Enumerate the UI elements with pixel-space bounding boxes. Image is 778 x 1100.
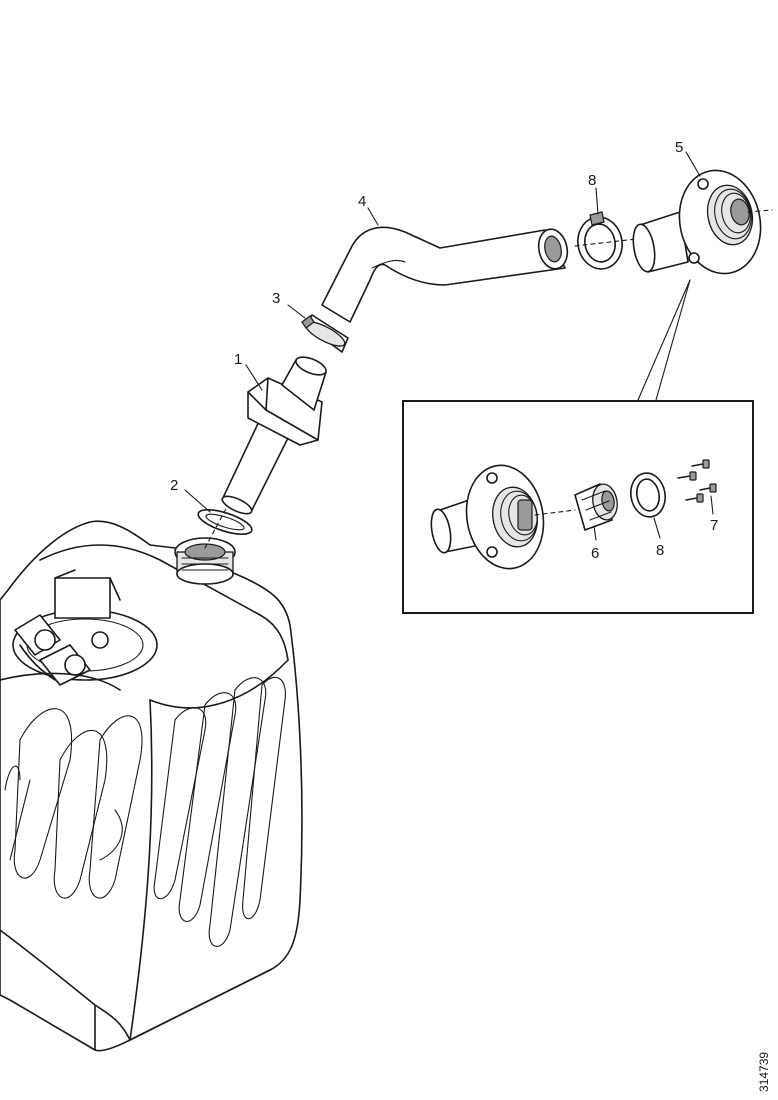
callout-hose: 4 <box>358 193 366 210</box>
callout-filler-pipe: 1 <box>234 351 242 368</box>
callout-upper-clamp: 8 <box>588 172 596 189</box>
tank-ribs <box>4 708 143 899</box>
fuel-hose <box>321 226 569 323</box>
screw-1 <box>677 471 697 481</box>
callout-gasket: 2 <box>170 477 178 494</box>
fuel-sender-unit <box>0 569 158 691</box>
detail-view: 6 8 7 <box>402 400 754 614</box>
screw-4 <box>699 483 717 493</box>
fuel-tank <box>0 520 303 1052</box>
leader-upper-clamp <box>595 187 599 215</box>
lower-hose-clamp <box>301 314 349 353</box>
drawing-reference-number: 314739 <box>757 1052 771 1092</box>
detail-filler-housing <box>430 464 576 570</box>
leader-detail-cap <box>593 525 597 541</box>
leader-filler-housing <box>685 151 701 177</box>
screw-3 <box>685 493 704 503</box>
callout-lower-clamp: 3 <box>272 290 280 307</box>
gasket <box>197 509 253 535</box>
assembly-axis-lower <box>204 504 229 549</box>
leader-lower-clamp <box>287 304 306 319</box>
callout-detail-cap: 6 <box>591 545 599 562</box>
detail-pointer-right <box>655 279 691 401</box>
callout-filler-housing: 5 <box>675 139 683 156</box>
screw-2 <box>691 459 710 469</box>
tank-filler-neck <box>174 537 236 585</box>
filler-housing <box>632 169 773 275</box>
detail-screws <box>677 459 717 503</box>
callout-detail-screws: 7 <box>710 517 718 534</box>
detail-cap <box>574 483 618 531</box>
leader-detail-screws <box>710 495 714 515</box>
callout-detail-ring: 8 <box>656 542 664 559</box>
leader-filler-pipe <box>245 364 263 391</box>
tank-side-ribs <box>153 676 286 947</box>
detail-ring <box>630 472 666 518</box>
leader-detail-ring <box>653 517 661 539</box>
leader-gasket <box>184 489 211 513</box>
leader-hose <box>367 207 379 226</box>
upper-hose-clamp <box>577 211 623 270</box>
detail-pointer-left <box>637 279 691 401</box>
filler-pipe <box>221 356 327 515</box>
